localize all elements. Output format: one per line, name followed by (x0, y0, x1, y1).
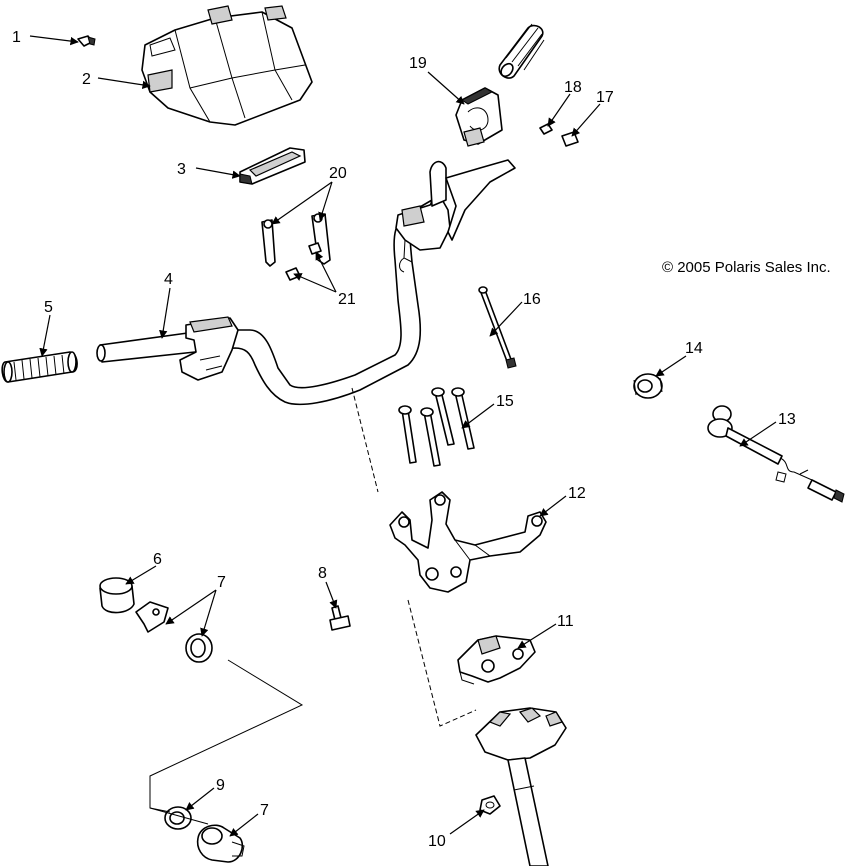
callout-2: 2 (82, 71, 91, 88)
callout-11: 11 (557, 613, 574, 630)
callout-20: 20 (329, 165, 347, 182)
callout-16: 16 (523, 291, 541, 308)
part-ring (185, 633, 213, 663)
callout-9: 9 (216, 777, 225, 794)
part-nut (633, 373, 663, 399)
leader-lines (29, 35, 777, 837)
copyright-text: © 2005 Polaris Sales Inc. (662, 259, 831, 276)
part-handlebar-cover (141, 5, 313, 126)
part-switch-housing (455, 87, 503, 147)
part-cap (99, 577, 135, 614)
callout-labels: 1 2 3 20 19 18 17 4 5 21 16 14 15 13 12 … (12, 29, 796, 850)
callout-13: 13 (778, 411, 796, 428)
part-bracket (389, 491, 547, 593)
part-left-grip (1, 351, 78, 383)
part-handlebar (96, 159, 516, 406)
callout-17: 17 (596, 89, 614, 106)
part-nut-small (479, 795, 501, 815)
callout-1: 1 (12, 29, 21, 46)
part-steering-post (475, 707, 567, 866)
callout-5: 5 (44, 299, 53, 316)
callout-7-lower: 7 (260, 802, 269, 819)
callout-10: 10 (428, 833, 446, 850)
callout-15: 15 (496, 393, 514, 410)
part-bolts (398, 387, 475, 467)
part-bolt-small (329, 605, 351, 631)
callout-14: 14 (685, 340, 703, 357)
part-tab (135, 601, 169, 633)
callout-4: 4 (164, 271, 173, 288)
part-right-grip (498, 23, 545, 79)
callout-6: 6 (153, 551, 162, 568)
part-top-clamp (457, 635, 536, 685)
assembly-lines (149, 387, 477, 825)
callout-8: 8 (318, 565, 327, 582)
callout-3: 3 (177, 161, 186, 178)
part-cable (707, 405, 845, 503)
callout-19: 19 (409, 55, 427, 72)
callout-21: 21 (338, 291, 356, 308)
callout-18: 18 (564, 79, 582, 96)
part-screw (77, 35, 96, 47)
callout-7-upper: 7 (217, 574, 226, 591)
part-pad (239, 147, 306, 185)
callout-12: 12 (568, 485, 586, 502)
part-washer (164, 806, 192, 830)
part-long-bolt (478, 286, 517, 369)
